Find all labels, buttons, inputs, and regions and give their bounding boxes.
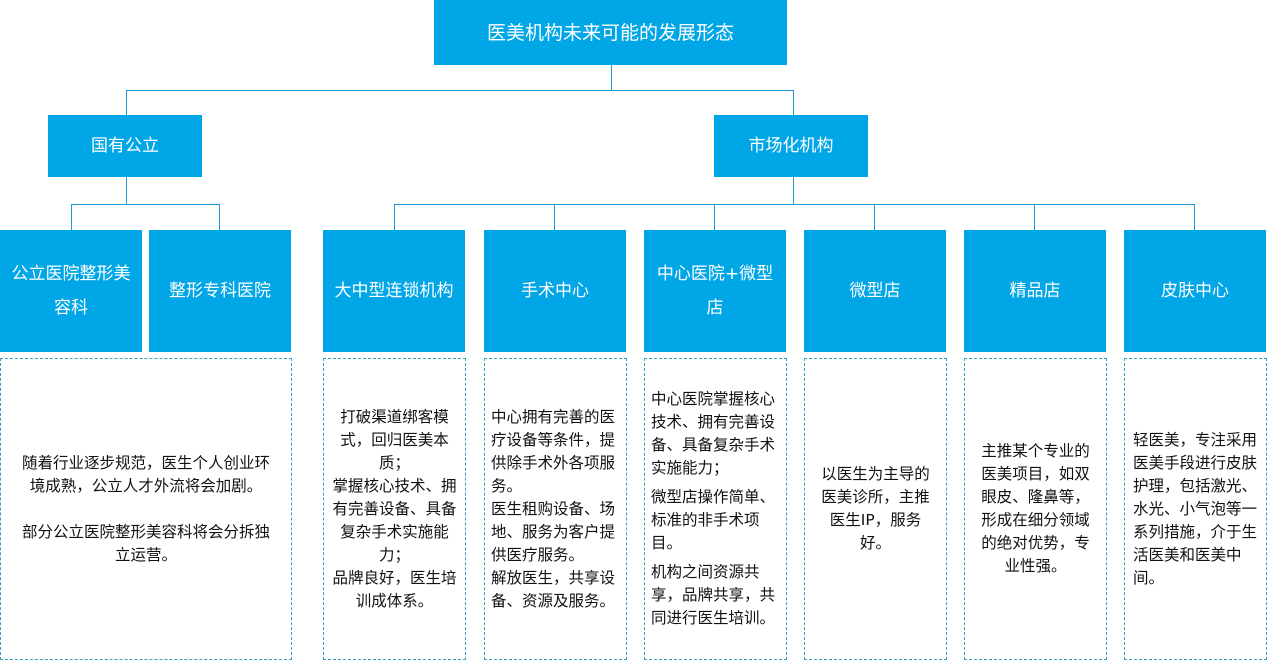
- connector: [793, 177, 794, 204]
- description-hub-spoke: 中心医院掌握核心技术、拥有完善设备、具备复杂手术实施能力； 微型店操作简单、标准的…: [644, 358, 787, 660]
- category-hub-spoke: 中心医院+微型店: [644, 230, 786, 352]
- category-micro-store: 微型店: [804, 230, 946, 352]
- description-surgery-center: 中心拥有完善的医疗设备等条件，提供除手术外各项服务。医生租购设备、场地、服务为客…: [484, 358, 627, 660]
- description-text: 部分公立医院整形美容科将会分拆独立运营。: [21, 522, 270, 564]
- description-text: 品牌良好，医生培训成体系。: [332, 568, 457, 610]
- connector: [71, 204, 72, 230]
- description-text: 机构之间资源共享，品牌共享，共同进行医生培训。: [651, 563, 776, 627]
- description-text: 中心医院掌握核心技术、拥有完善设备、具备复杂手术实施能力；: [651, 390, 776, 477]
- category-chain: 大中型连锁机构: [323, 230, 465, 352]
- category-skin-center: 皮肤中心: [1124, 230, 1266, 352]
- branch-public: 国有公立: [48, 115, 202, 177]
- description-skin-center: 轻医美，专注采用医美手段进行皮肤护理，包括激光、水光、小气泡等一系列措施，介于生…: [1124, 358, 1267, 660]
- description-text: 以医生为主导的医美诊所，主推医生IP，服务好。: [821, 465, 930, 552]
- description-text: 解放医生，共享设备、资源及服务。: [491, 568, 616, 610]
- connector: [1034, 204, 1035, 230]
- description-text: 打破渠道绑客模式，回归医美本质；: [340, 407, 449, 472]
- category-boutique: 精品店: [964, 230, 1106, 352]
- description-text: 主推某个专业的医美项目，如双眼皮、隆鼻等，形成在细分领域的绝对优势，专业性强。: [981, 442, 1090, 575]
- connector: [554, 204, 555, 230]
- connector: [126, 90, 127, 115]
- description-public: 随着行业逐步规范，医生个人创业环境成熟，公立人才外流将会加剧。部分公立医院整形美…: [0, 358, 292, 660]
- category-public-hospital-dept: 公立医院整形美容科: [0, 230, 142, 352]
- category-specialty-hospital: 整形专科医院: [149, 230, 291, 352]
- description-text: 微型店操作简单、标准的非手术项目。: [651, 488, 776, 552]
- description-text: 随着行业逐步规范，医生个人创业环境成熟，公立人才外流将会加剧。: [21, 453, 270, 495]
- description-chain: 打破渠道绑客模式，回归医美本质；掌握核心技术、拥有完善设备、具备复杂手术实施能力…: [323, 358, 466, 660]
- description-text: 轻医美，专注采用医美手段进行皮肤护理，包括激光、水光、小气泡等一系列措施，介于生…: [1133, 430, 1258, 587]
- root-node: 医美机构未来可能的发展形态: [434, 0, 787, 65]
- connector: [394, 204, 1195, 205]
- branch-market: 市场化机构: [714, 115, 868, 177]
- connector: [874, 204, 875, 230]
- connector: [793, 90, 794, 115]
- category-surgery-center: 手术中心: [484, 230, 626, 352]
- description-text: 中心拥有完善的医疗设备等条件，提供除手术外各项服务。: [491, 407, 616, 495]
- connector: [394, 204, 395, 230]
- connector: [219, 204, 220, 230]
- description-text: 医生租购设备、场地、服务为客户提供医疗服务。: [491, 499, 616, 564]
- connector: [71, 204, 220, 205]
- connector: [126, 90, 794, 91]
- description-boutique: 主推某个专业的医美项目，如双眼皮、隆鼻等，形成在细分领域的绝对优势，专业性强。: [964, 358, 1107, 660]
- connector: [126, 177, 127, 204]
- connector: [1194, 204, 1195, 230]
- connector: [611, 65, 612, 90]
- description-text: 掌握核心技术、拥有完善设备、具备复杂手术实施能力；: [332, 476, 457, 564]
- connector: [714, 204, 715, 230]
- description-micro-store: 以医生为主导的医美诊所，主推医生IP，服务好。: [804, 358, 947, 660]
